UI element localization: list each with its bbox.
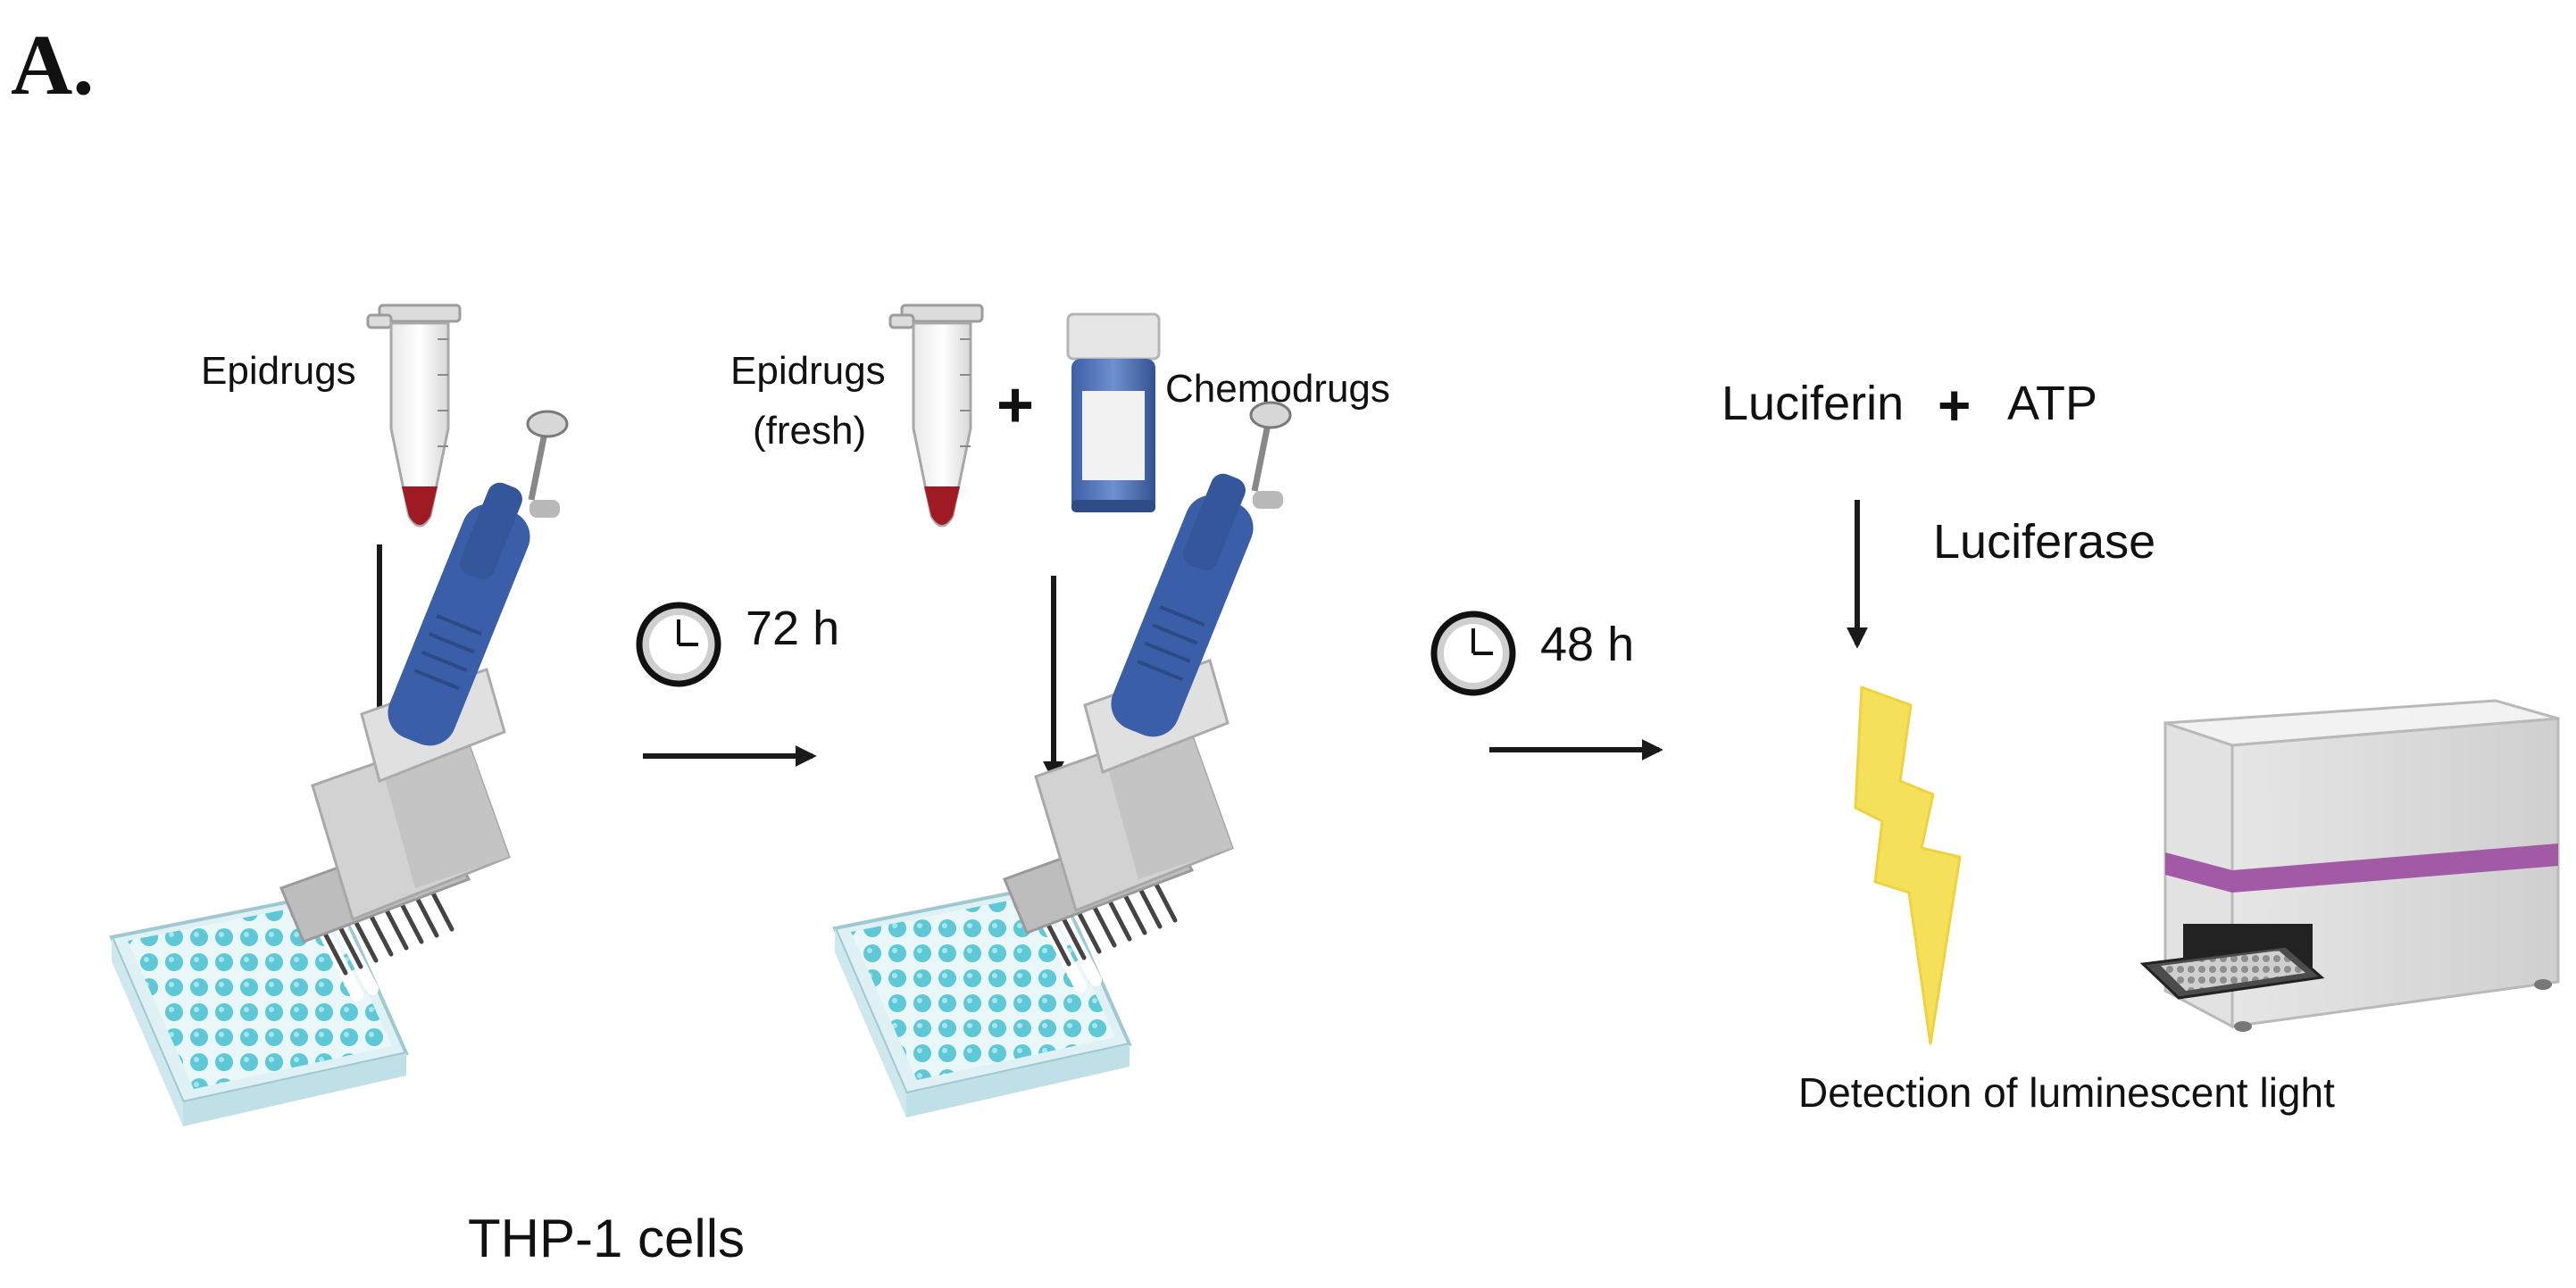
cells-label: THP-1 cells — [468, 1209, 745, 1268]
tube-icon — [888, 303, 984, 528]
epidrugs-fresh-label: Epidrugs — [730, 349, 886, 393]
luciferase-label: Luciferase — [1933, 515, 2155, 569]
tube-icon — [366, 303, 462, 528]
lightning-icon — [1854, 685, 1962, 1045]
vial-icon — [1066, 312, 1161, 512]
clock-icon — [1430, 611, 1516, 696]
plus-sign: + — [1938, 373, 1971, 437]
time-label-72h: 72 h — [746, 602, 839, 655]
luciferin-label: Luciferin — [1722, 377, 1904, 430]
atp-label: ATP — [2007, 377, 2097, 430]
epidrugs-label: Epidrugs — [201, 349, 356, 393]
clock-icon — [636, 602, 721, 687]
panel-label: A. — [11, 17, 94, 112]
plate-reader-icon — [2139, 699, 2560, 1032]
time-label-48h: 48 h — [1540, 618, 1634, 671]
plus-sign: + — [996, 370, 1034, 441]
epidrugs-fresh-sublabel: (fresh) — [753, 409, 866, 453]
detection-label: Detection of luminescent light — [1798, 1069, 2335, 1116]
